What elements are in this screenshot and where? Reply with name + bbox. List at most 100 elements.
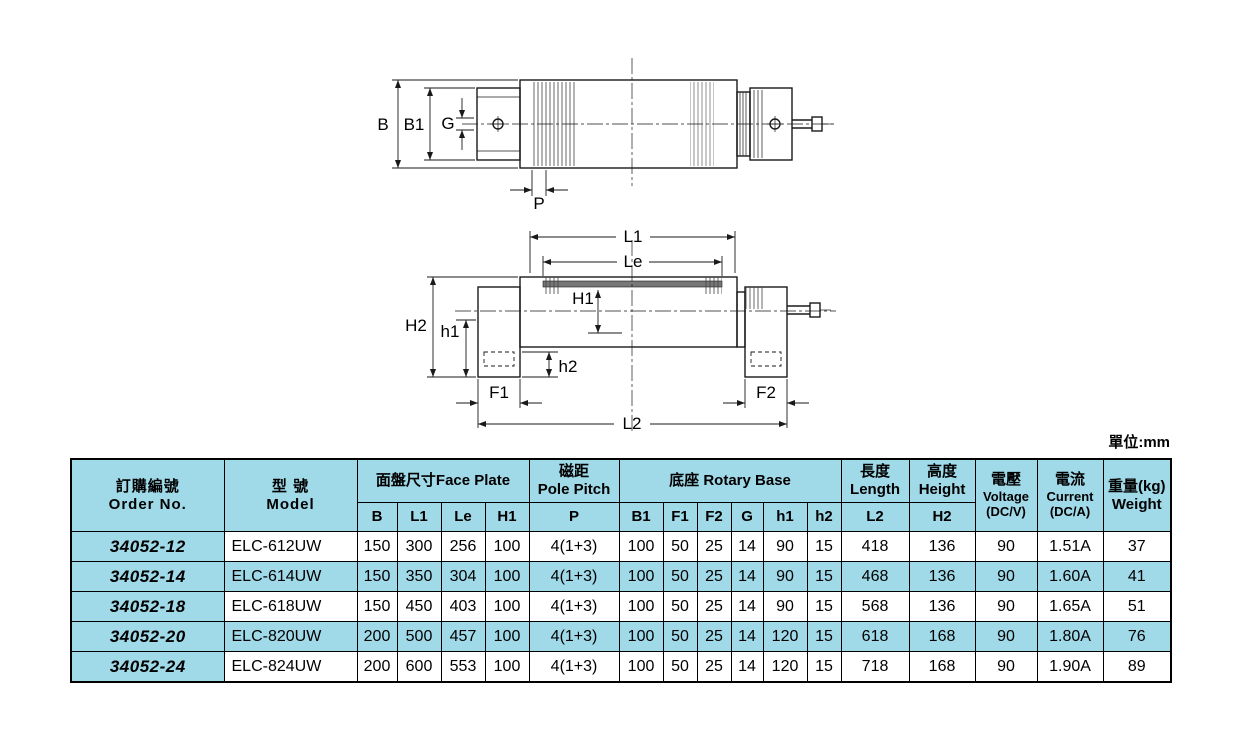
value-cell: 136	[908, 591, 976, 622]
header-voltage-zh: 電壓	[991, 471, 1022, 489]
order-no-cell: 34052-18	[70, 591, 225, 622]
model-cell: ELC-820UW	[223, 621, 358, 652]
value-cell: 718	[840, 651, 910, 683]
top-view-dimensions: B B1 G P	[377, 79, 568, 213]
header-voltage-unit: (DC/V)	[986, 504, 1026, 520]
side-power-lead	[787, 302, 831, 318]
value-cell: 300	[396, 531, 442, 562]
dim-label-le: Le	[624, 252, 643, 271]
dim-label-h1-cap: H1	[572, 289, 594, 308]
header-model: 型 號 Model	[223, 458, 358, 532]
value-cell: 100	[618, 561, 664, 592]
subheader-l2: L2	[840, 502, 910, 532]
face-plate-strip	[542, 280, 723, 288]
value-cell: 90	[974, 561, 1038, 592]
value-cell: 90	[974, 591, 1038, 622]
value-cell: 25	[696, 561, 732, 592]
dim-label-h1-small: h1	[441, 322, 460, 341]
value-cell: 50	[662, 651, 698, 683]
value-cell: 150	[356, 561, 398, 592]
value-cell: 90	[762, 591, 808, 622]
spec-table-head: 訂購編號 Order No. 型 號 Model 面盤尺寸Face Plate …	[70, 458, 1172, 532]
value-cell: 304	[440, 561, 486, 592]
subheader-b: B	[356, 502, 398, 532]
value-cell: 457	[440, 621, 486, 652]
dim-label-h2-small: h2	[559, 357, 578, 376]
value-cell: 50	[662, 531, 698, 562]
value-cell: 4(1+3)	[528, 621, 620, 652]
top-view-drawing: B B1 G P	[377, 58, 836, 213]
value-cell: 76	[1102, 621, 1172, 652]
header-current-en: Current	[1046, 489, 1094, 505]
model-cell: ELC-614UW	[223, 561, 358, 592]
value-cell: 150	[356, 531, 398, 562]
dim-label-l1: L1	[624, 227, 643, 246]
header-model-zh: 型 號	[271, 477, 310, 495]
value-cell: 51	[1102, 591, 1172, 622]
header-length-en: Length	[850, 481, 901, 498]
header-order-no-zh: 訂購編號	[115, 477, 180, 495]
header-order-no: 訂購編號 Order No.	[70, 458, 225, 532]
value-cell: 100	[618, 531, 664, 562]
spec-table: 訂購編號 Order No. 型 號 Model 面盤尺寸Face Plate …	[70, 458, 1173, 683]
left-foot-hidden-hole	[483, 351, 515, 367]
value-cell: 15	[806, 591, 842, 622]
value-cell: 4(1+3)	[528, 591, 620, 622]
model-cell: ELC-612UW	[223, 531, 358, 562]
value-cell: 50	[662, 591, 698, 622]
value-cell: 136	[908, 561, 976, 592]
value-cell: 100	[484, 651, 530, 683]
value-cell: 15	[806, 531, 842, 562]
technical-drawing: B B1 G P	[377, 58, 836, 433]
value-cell: 350	[396, 561, 442, 592]
value-cell: 37	[1102, 531, 1172, 562]
header-pole-pitch-zh: 磁距	[559, 463, 590, 481]
dim-label-h2-cap: H2	[405, 316, 427, 335]
value-cell: 136	[908, 531, 976, 562]
side-view-drawing: L1 Le H1 H2 h1	[405, 227, 836, 433]
header-pole-pitch: 磁距 Pole Pitch	[528, 458, 620, 503]
right-foot-hidden-hole	[750, 351, 782, 367]
subheader-l1: L1	[396, 502, 442, 532]
header-current-zh: 電流	[1055, 471, 1086, 489]
value-cell: 120	[762, 651, 808, 683]
value-cell: 90	[974, 621, 1038, 652]
value-cell: 600	[396, 651, 442, 683]
value-cell: 618	[840, 621, 910, 652]
value-cell: 25	[696, 531, 732, 562]
value-cell: 468	[840, 561, 910, 592]
header-length: 長度 Length	[840, 458, 910, 503]
value-cell: 50	[662, 621, 698, 652]
subheader-f1: F1	[662, 502, 698, 532]
order-no-cell: 34052-12	[70, 531, 225, 562]
dim-label-b: B	[377, 115, 388, 134]
top-view-part	[476, 79, 833, 169]
left-base-foot	[477, 286, 521, 378]
header-length-zh: 長度	[860, 463, 891, 481]
value-cell: 168	[908, 651, 976, 683]
model-cell: ELC-618UW	[223, 591, 358, 622]
value-cell: 14	[730, 621, 764, 652]
dim-label-f2: F2	[756, 383, 776, 402]
unit-note: 單位:mm	[1108, 434, 1170, 451]
header-voltage-en: Voltage	[983, 489, 1030, 505]
header-order-no-en: Order No.	[108, 495, 187, 513]
value-cell: 14	[730, 591, 764, 622]
value-cell: 25	[696, 651, 732, 683]
header-weight-en: Weight	[1111, 495, 1162, 513]
value-cell: 100	[484, 561, 530, 592]
value-cell: 1.51A	[1036, 531, 1104, 562]
value-cell: 256	[440, 531, 486, 562]
header-height-zh: 高度	[927, 463, 958, 481]
value-cell: 14	[730, 561, 764, 592]
value-cell: 90	[762, 531, 808, 562]
value-cell: 15	[806, 621, 842, 652]
subheader-h2-small: h2	[806, 502, 842, 532]
header-height: 高度 Height	[908, 458, 976, 503]
